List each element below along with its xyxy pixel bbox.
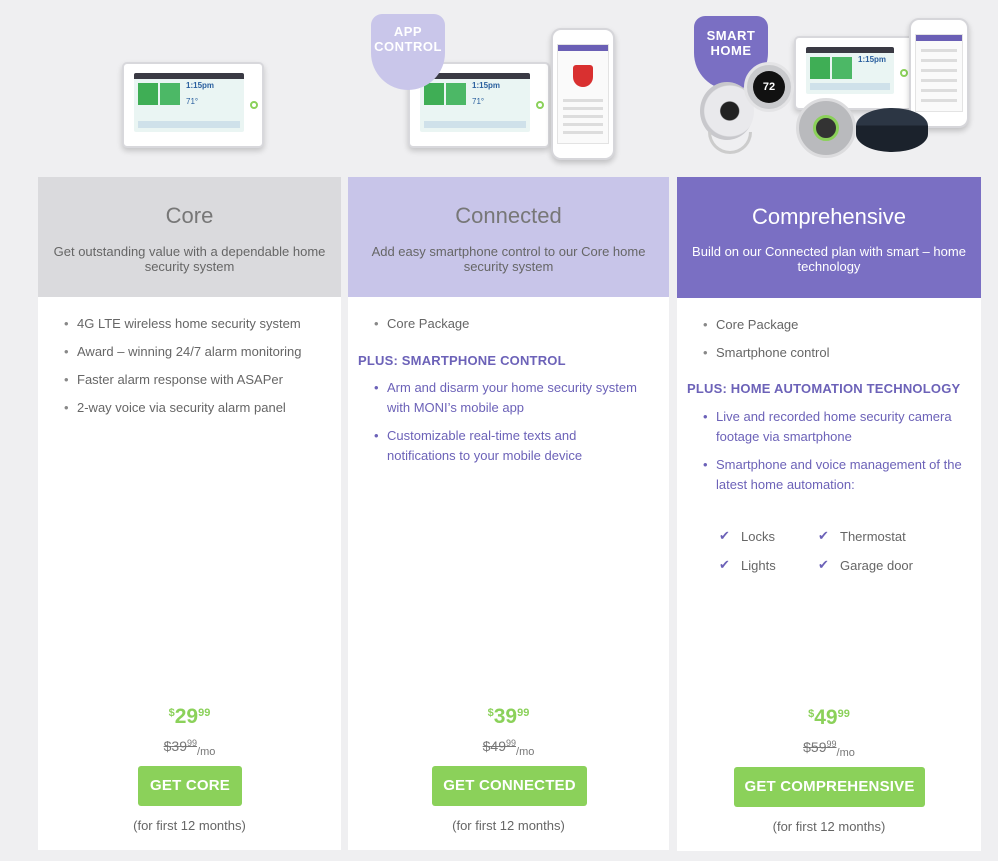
price-note: (for first 12 months)	[133, 818, 246, 833]
feature-item: Live and recorded home security camera f…	[703, 407, 965, 447]
checkmark-icon: ✔	[818, 528, 829, 543]
plan-description: Get outstanding value with a dependable …	[53, 244, 326, 274]
feature-item: 4G LTE wireless home security system	[64, 314, 331, 334]
original-price: $5999/mo	[803, 739, 855, 759]
feature-item: Customizable real-time texts and notific…	[374, 426, 639, 466]
smartphone-app-image	[909, 18, 969, 128]
feature-item: Smartphone and voice management of the l…	[703, 455, 965, 495]
feature-item: Core Package	[374, 314, 659, 334]
plus-section-title: PLUS: SMARTPHONE CONTROL	[358, 353, 566, 368]
feature-list: Core Package Smartphone control	[703, 315, 971, 371]
price-note: (for first 12 months)	[452, 818, 565, 833]
plan-description: Add easy smartphone control to our Core …	[371, 244, 646, 274]
get-comprehensive-button[interactable]: GET COMPREHENSIVE	[734, 767, 925, 807]
price-note: (for first 12 months)	[772, 819, 886, 834]
current-price: $2999	[168, 705, 211, 728]
plan-header: Connected Add easy smartphone control to…	[348, 177, 669, 297]
get-connected-button[interactable]: GET CONNECTED	[432, 766, 587, 806]
smartphone-app-image	[551, 28, 615, 160]
video-doorbell-image	[796, 98, 856, 158]
plan-description: Build on our Connected plan with smart –…	[692, 244, 966, 274]
feature-item: Arm and disarm your home security system…	[374, 378, 639, 418]
plan-card-comprehensive: Comprehensive Build on our Connected pla…	[677, 177, 981, 851]
plan-card-connected: Connected Add easy smartphone control to…	[348, 177, 669, 850]
plus-section-title: PLUS: HOME AUTOMATION TECHNOLOGY	[687, 381, 961, 396]
plus-feature-list: Live and recorded home security camera f…	[703, 407, 965, 503]
get-core-button[interactable]: GET CORE	[138, 766, 242, 806]
check-item: ✔Lights	[719, 557, 776, 573]
plan-name: Connected	[455, 203, 562, 228]
checkmark-icon: ✔	[818, 557, 829, 572]
check-item: ✔Locks	[719, 528, 775, 544]
shield-icon	[573, 65, 593, 87]
current-price: $3999	[487, 705, 530, 728]
plan-header: Core Get outstanding value with a depend…	[38, 177, 341, 297]
feature-item: Faster alarm response with ASAPer	[64, 370, 331, 390]
checkmark-icon: ✔	[719, 557, 730, 572]
feature-item: 2-way voice via security alarm panel	[64, 398, 331, 418]
smart-speaker-image	[856, 108, 928, 152]
checkmark-icon: ✔	[719, 528, 730, 543]
check-item: ✔Thermostat	[818, 528, 906, 544]
plus-feature-list: Arm and disarm your home security system…	[374, 378, 639, 474]
feature-item: Core Package	[703, 315, 971, 335]
feature-list: Core Package	[374, 314, 659, 342]
thermostat-image: 72	[744, 62, 794, 112]
original-price: $3999/mo	[163, 738, 216, 758]
comprehensive-product-image: 1:15pm	[677, 0, 981, 176]
feature-item: Smartphone control	[703, 343, 971, 363]
feature-item: Award – winning 24/7 alarm monitoring	[64, 342, 331, 362]
plan-header: Comprehensive Build on our Connected pla…	[677, 177, 981, 298]
original-price: $4999/mo	[482, 738, 535, 758]
security-panel-image: 1:15pm	[794, 36, 914, 110]
plan-name: Comprehensive	[751, 204, 907, 229]
check-item: ✔Garage door	[818, 557, 913, 573]
plan-name: Core	[165, 203, 214, 228]
current-price: $4999	[808, 706, 850, 729]
feature-list: 4G LTE wireless home security system Awa…	[64, 314, 331, 426]
plan-card-core: Core Get outstanding value with a depend…	[38, 177, 341, 850]
